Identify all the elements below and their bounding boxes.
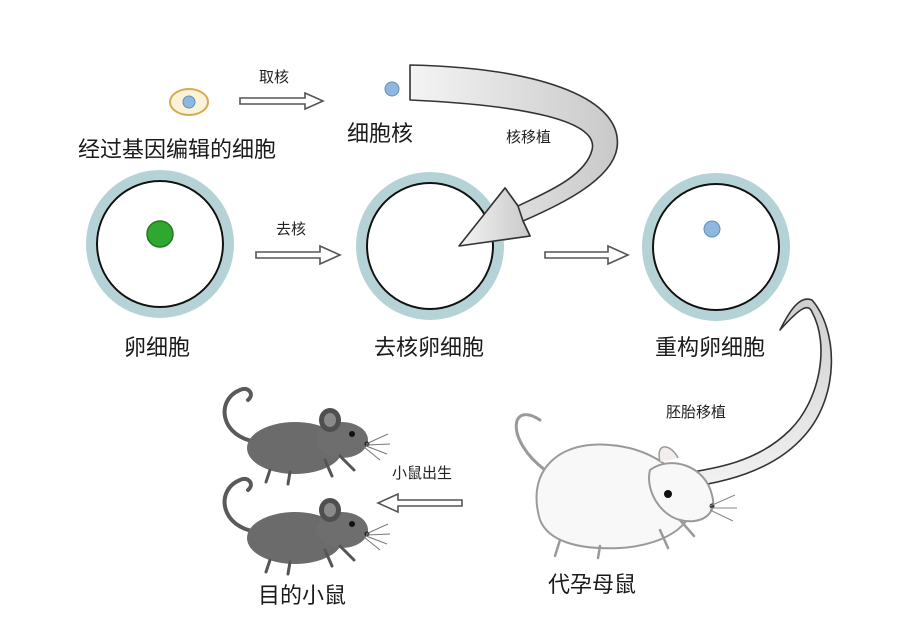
extract-nucleus-label: 取核 [259,66,289,87]
egg-cell-icon [91,175,229,313]
surrogate-mother-label: 代孕母鼠 [548,567,636,599]
embryo-transfer-label: 胚胎移植 [666,401,726,422]
enucleated-egg-label: 去核卵细胞 [374,330,484,362]
arrow-extract-nucleus [240,93,323,109]
surrogate-mouse-icon [516,415,737,558]
target-mouse-icon [225,389,390,484]
arrow-reconstruct [545,246,628,264]
reconstructed-egg-icon [647,178,785,316]
nucleus-icon [385,82,399,96]
edited-cell-icon [170,89,208,115]
nucleus-label: 细胞核 [347,116,413,148]
arrow-pups-born [378,494,462,512]
egg-cell-label: 卵细胞 [124,330,190,362]
enucleated-egg-icon [361,177,499,315]
pups-born-label: 小鼠出生 [392,462,452,483]
target-mouse-label: 目的小鼠 [258,578,346,610]
target-mouse-icon [225,479,390,574]
reconstructed-egg-label: 重构卵细胞 [655,330,765,362]
arrow-enucleate [256,246,340,264]
edited-cell-label: 经过基因编辑的细胞 [78,132,276,164]
nuclear-transfer-label: 核移植 [506,126,551,147]
enucleate-label: 去核 [276,218,306,239]
